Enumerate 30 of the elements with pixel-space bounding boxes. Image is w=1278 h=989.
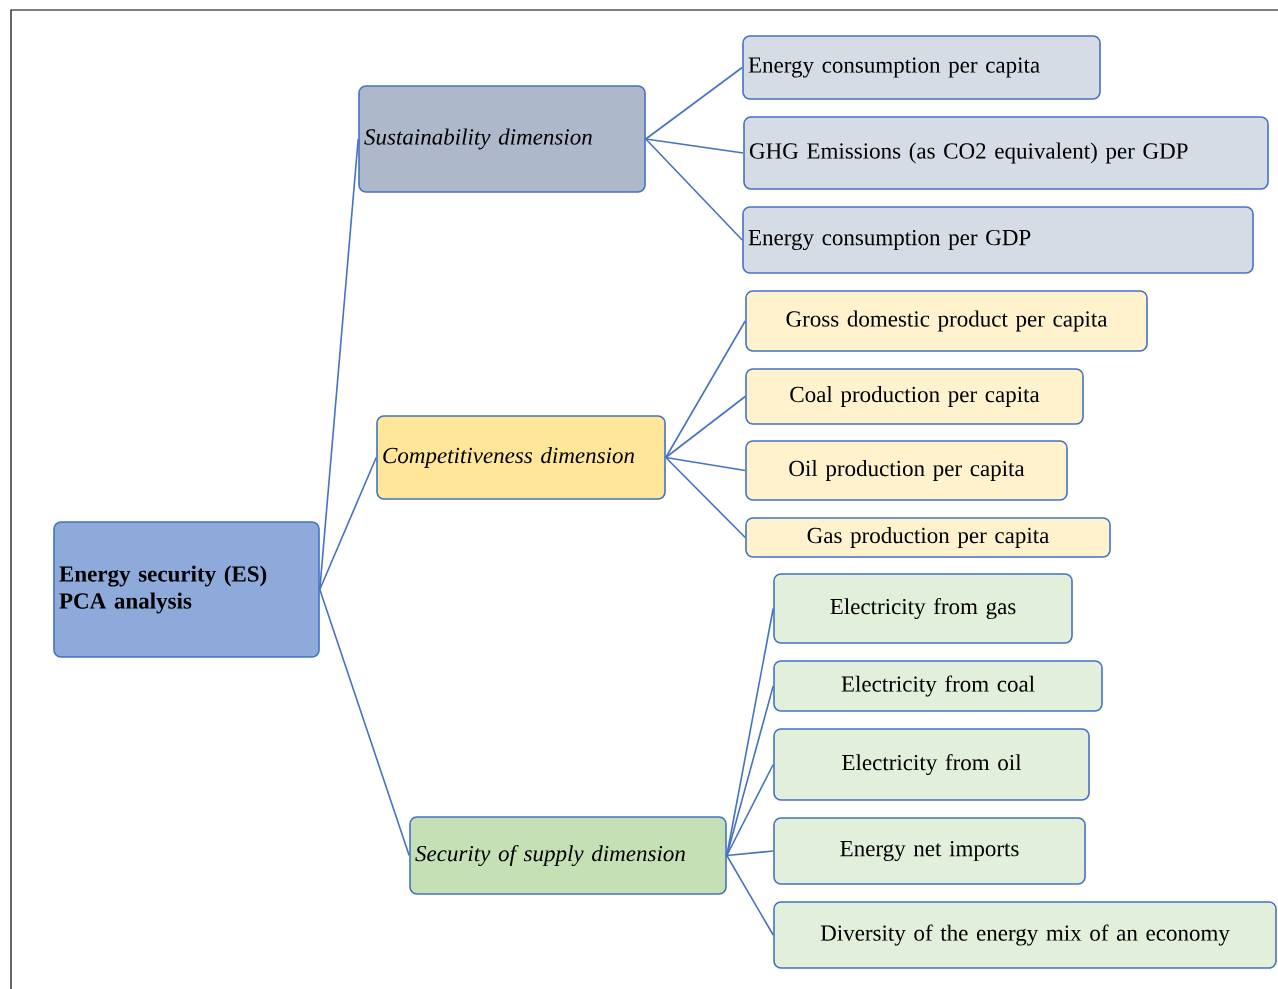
indicator-box: Coal production per capita bbox=[745, 368, 1084, 425]
connector-line bbox=[319, 456, 377, 591]
connector-line bbox=[319, 138, 359, 591]
indicator-box: Electricity from oil bbox=[773, 728, 1090, 801]
connector-line bbox=[726, 854, 774, 936]
indicator-box: Diversity of the energy mix of an economy bbox=[773, 901, 1277, 969]
connector-line bbox=[726, 763, 774, 857]
indicator-box: Gas production per capita bbox=[745, 517, 1111, 558]
connector-line bbox=[319, 588, 410, 857]
connector-line bbox=[665, 456, 746, 472]
indicator-box: Electricity from gas bbox=[773, 573, 1073, 644]
indicator-box: Energy consumption per GDP bbox=[742, 206, 1254, 274]
dimension-box: Sustainability dimension bbox=[358, 85, 646, 193]
indicator-box: Gross domestic product per capita bbox=[745, 290, 1148, 352]
indicator-box: Oil production per capita bbox=[745, 440, 1068, 501]
connector-line bbox=[645, 66, 743, 140]
dimension-box: Security of supply dimension bbox=[409, 816, 727, 895]
connector-line bbox=[726, 850, 774, 857]
indicator-box: Energy net imports bbox=[773, 817, 1086, 885]
dimension-box: Competitiveness dimension bbox=[376, 415, 666, 500]
indicator-box: Energy consumption per capita bbox=[742, 35, 1101, 100]
root-box: Energy security (ES) PCA analysis bbox=[53, 521, 320, 658]
connector-line bbox=[645, 138, 743, 241]
connector-line bbox=[665, 395, 746, 459]
indicator-box: GHG Emissions (as CO2 equivalent) per GDP bbox=[743, 116, 1269, 190]
indicator-box: Electricity from coal bbox=[773, 660, 1103, 712]
connector-line bbox=[645, 138, 744, 154]
connector-line bbox=[665, 456, 746, 539]
connector-line bbox=[726, 607, 774, 857]
connector-line bbox=[665, 320, 746, 459]
